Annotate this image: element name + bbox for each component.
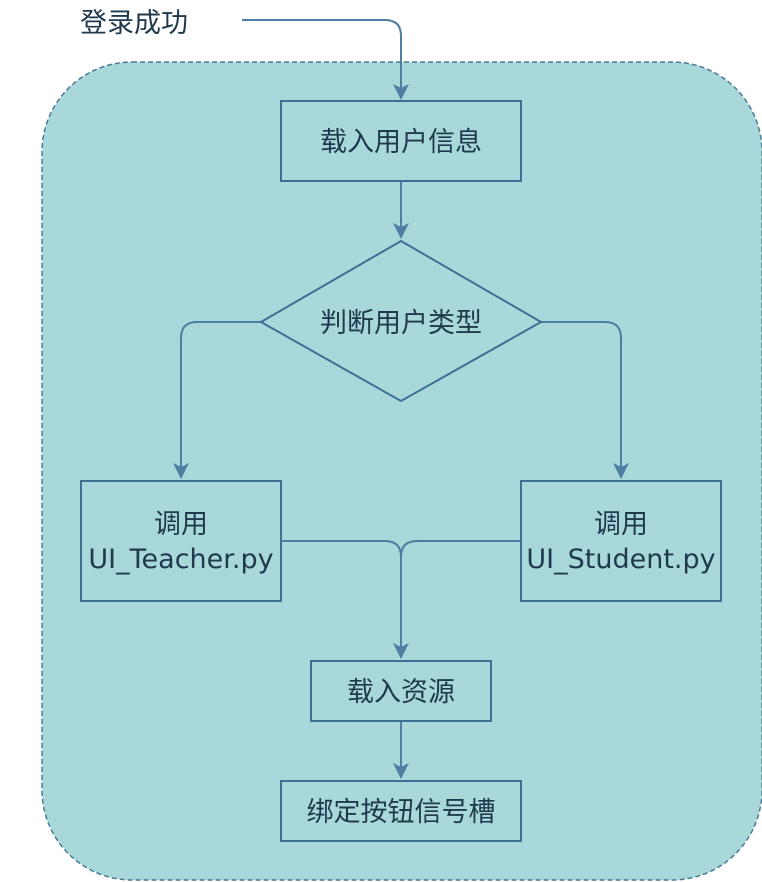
decide-user-type-label: 判断用户类型 bbox=[320, 308, 482, 339]
bind-slots-label: 绑定按钮信号槽 bbox=[307, 797, 496, 828]
edge-decide-to-student bbox=[541, 321, 629, 479]
edge-student-to-load-res bbox=[400, 540, 521, 558]
load-resources-box bbox=[310, 660, 492, 722]
student-box bbox=[520, 480, 722, 602]
bind-slots-box bbox=[280, 780, 522, 842]
process-container bbox=[41, 61, 762, 881]
start-label: 登录成功 bbox=[80, 8, 188, 39]
edge-decide-to-teacher bbox=[173, 321, 261, 479]
load-user-info-label: 载入用户信息 bbox=[320, 127, 482, 158]
load-resources-label: 载入资源 bbox=[347, 677, 455, 708]
teacher-label-line1: 调用 bbox=[154, 509, 208, 540]
load-user-info-box bbox=[280, 100, 522, 182]
edge-start-to-load-user bbox=[242, 19, 409, 100]
decide-user-type-diamond bbox=[258, 239, 544, 403]
student-label-line2: UI_Student.py bbox=[526, 544, 715, 575]
teacher-label-line2: UI_Teacher.py bbox=[88, 544, 273, 575]
student-label-line1: 调用 bbox=[594, 509, 648, 540]
teacher-box bbox=[80, 480, 282, 602]
